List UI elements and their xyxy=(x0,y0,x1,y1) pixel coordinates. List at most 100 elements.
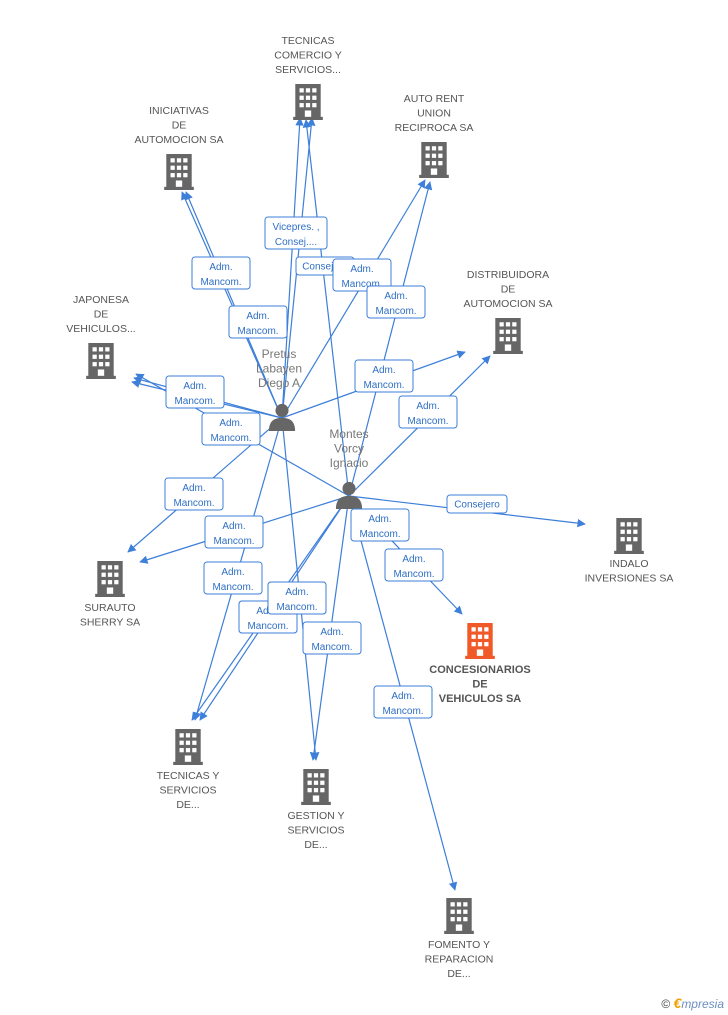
company-label-line: CONCESIONARIOS xyxy=(429,664,530,676)
relation-label-text: Mancom. xyxy=(213,536,254,547)
relation-label[interactable]: Adm.Mancom. xyxy=(267,581,327,615)
relation-label-box xyxy=(264,216,328,250)
empresia-logo[interactable]: © €mpresia xyxy=(661,995,724,1011)
company-label-line: SURAUTO xyxy=(84,602,135,614)
company-label-line: DE xyxy=(472,679,487,691)
relation-label-box xyxy=(201,412,261,446)
relation-edge xyxy=(302,119,350,497)
relation-label-box xyxy=(191,256,251,290)
building-icon xyxy=(164,154,194,190)
building-icon xyxy=(95,561,125,597)
relation-label-text: Mancom. xyxy=(363,380,404,391)
relation-label-text: Mancom. xyxy=(393,569,434,580)
relation-label[interactable]: Adm.Mancom. xyxy=(398,395,458,429)
relation-label-text: Consejero xyxy=(454,500,500,511)
relation-label-text: Mancom. xyxy=(237,326,278,337)
relation-label[interactable]: Adm.Mancom. xyxy=(191,256,251,290)
relation-label[interactable]: Consejero xyxy=(446,494,508,514)
relation-label[interactable]: Adm. Mancom. xyxy=(354,359,414,393)
relation-label-text: Adm. xyxy=(183,381,206,392)
person-label-line: Montes xyxy=(329,427,368,441)
building-icon xyxy=(86,343,116,379)
company-node-gestion[interactable]: GESTION YSERVICIOSDE... xyxy=(288,769,345,851)
relation-label[interactable]: Adm. Mancom. xyxy=(228,305,288,339)
relation-label-text: Adm. xyxy=(368,514,391,525)
relation-label-text: Consej.... xyxy=(275,237,317,248)
relation-label-text: Adm. xyxy=(246,311,269,322)
relation-label[interactable]: Adm. Mancom. xyxy=(165,375,225,409)
relation-edge xyxy=(281,179,426,419)
building-icon xyxy=(419,142,449,178)
relation-label-box xyxy=(228,305,288,339)
relation-label[interactable]: Adm. Mancom. xyxy=(204,515,264,549)
company-label-line: DE xyxy=(94,309,109,321)
relation-label-text: Adm. xyxy=(320,627,343,638)
company-label-line: UNION xyxy=(417,108,451,120)
relation-label[interactable]: Adm. Mancom. xyxy=(201,412,261,446)
relation-label[interactable]: Adm.Mancom. xyxy=(203,561,263,595)
relation-label-text: Mancom. xyxy=(247,621,288,632)
relation-label-box xyxy=(203,561,263,595)
company-label-line: DE xyxy=(501,284,516,296)
building-icon xyxy=(293,84,323,120)
company-node-tecnicas_servicios[interactable]: TECNICAS YSERVICIOSDE... xyxy=(157,729,220,811)
relation-label-text: Mancom. xyxy=(359,529,400,540)
person-label-line: Labayen xyxy=(256,362,302,376)
company-node-fomento[interactable]: FOMENTO YREPARACIONDE... xyxy=(425,898,494,980)
relation-label-box xyxy=(164,477,224,511)
relation-label-text: Mancom. xyxy=(375,306,416,317)
company-label-line: DISTRIBUIDORA xyxy=(467,269,549,281)
company-label-line: DE... xyxy=(176,799,199,811)
company-label-line: DE xyxy=(172,120,187,132)
relation-label-text: Adm. xyxy=(221,567,244,578)
relation-label-text: Mancom. xyxy=(174,396,215,407)
relation-label-text: Mancom. xyxy=(210,433,251,444)
person-label-line: Ignacio xyxy=(330,456,369,470)
company-node-japonesa[interactable]: JAPONESADEVEHICULOS... xyxy=(66,294,136,379)
relation-label-text: Adm. xyxy=(372,365,395,376)
company-label-line: REPARACION xyxy=(425,954,494,966)
relation-label[interactable]: Adm.Mancom. xyxy=(302,621,362,655)
company-label-line: TECNICAS xyxy=(281,35,334,47)
relation-label-text: Mancom. xyxy=(173,498,214,509)
relation-label[interactable]: Vicepres. , Consej.... xyxy=(264,216,328,250)
copyright-icon: © xyxy=(661,997,671,1011)
company-label-line: RECIPROCA SA xyxy=(395,122,474,134)
relation-label[interactable]: Adm.Mancom. xyxy=(366,285,426,319)
relation-label-text: Adm. xyxy=(222,521,245,532)
relation-label-box xyxy=(446,494,508,514)
relation-label-text: Consejero xyxy=(302,262,348,273)
company-label-line: INVERSIONES SA xyxy=(585,573,674,585)
relation-label[interactable]: Adm.Mancom. xyxy=(384,548,444,582)
relation-label[interactable]: Adm. Mancom. xyxy=(164,477,224,511)
company-node-urauto[interactable]: SURAUTO SHERRY SA xyxy=(80,561,140,629)
relation-label-text: Adm. xyxy=(182,483,205,494)
relation-label[interactable]: Adm. Mancom. xyxy=(350,508,410,542)
building-icon xyxy=(614,518,644,554)
relation-label-text: Vicepres. , xyxy=(272,222,319,233)
company-label-line: VEHICULOS... xyxy=(66,323,135,335)
person-label-line: Pretus xyxy=(262,347,297,361)
relation-label-box xyxy=(332,258,392,292)
building-icon xyxy=(301,769,331,805)
relation-label-box xyxy=(366,285,426,319)
company-label-line: INICIATIVAS xyxy=(149,105,209,117)
company-label-line: DE... xyxy=(304,839,327,851)
company-label-line: SHERRY SA xyxy=(80,617,140,629)
relation-label-text: Adm. xyxy=(350,264,373,275)
building-icon xyxy=(465,623,495,659)
company-label-line: TECNICAS Y xyxy=(157,770,220,782)
relation-label[interactable]: Adm.Mancom. xyxy=(332,258,392,292)
relation-label[interactable]: Adm.Mancom. xyxy=(373,685,433,719)
relation-label-text: Adm. xyxy=(219,418,242,429)
relation-label-text: Mancom. xyxy=(200,277,241,288)
